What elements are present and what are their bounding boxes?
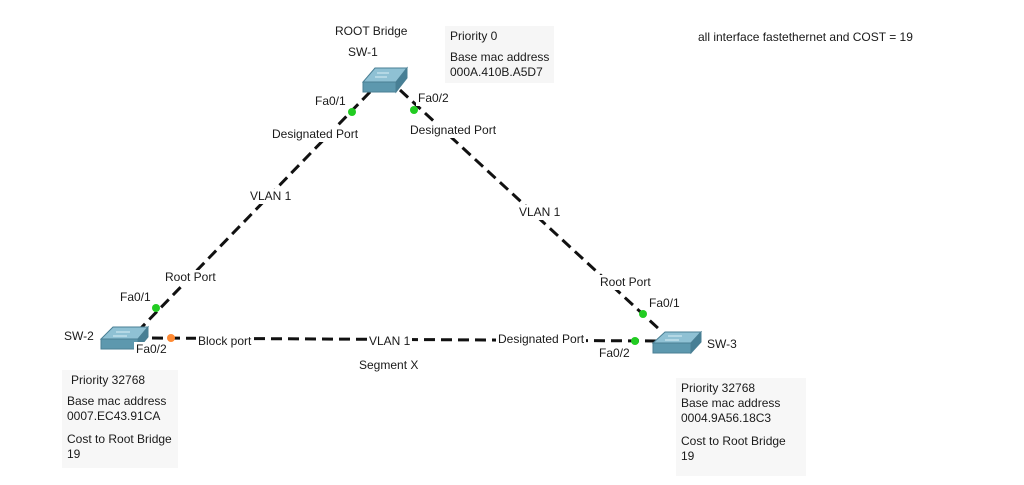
sw1-role-label: ROOT Bridge [333, 24, 410, 39]
sw3-priority: Priority 32768 [681, 381, 756, 395]
sw2-mac: 0007.EC43.91CA [67, 409, 161, 423]
sw3-mac-label: Base mac address [681, 396, 781, 410]
sw3-fa0-2-role-label: Designated Port [496, 332, 587, 347]
sw1-fa0-1-role-label: Designated Port [270, 127, 361, 142]
sw1-name-label: SW-1 [346, 45, 380, 60]
sw1-port-fa0-2-label: Fa0/2 [416, 91, 451, 106]
link-sw2-sw3-segment-label: Segment X [357, 358, 421, 373]
link-sw1-sw2-vlan-label: VLAN 1 [248, 189, 294, 204]
link-sw2-sw3-vlan-label: VLAN 1 [367, 334, 413, 349]
port-sw1-fa0-1-status-dot [348, 108, 356, 116]
sw3-name-label: SW-3 [705, 337, 739, 352]
sw3-port-fa0-2-label: Fa0/2 [597, 346, 632, 361]
sw2-fa0-2-role-label: Block port [196, 334, 254, 349]
port-sw3-fa0-2-status-dot [631, 337, 639, 345]
sw2-cost-label: Cost to Root Bridge [67, 432, 172, 446]
sw3-cost-label: Cost to Root Bridge [681, 434, 786, 448]
sw2-port-fa0-2-label: Fa0/2 [134, 342, 169, 357]
port-sw1-fa0-2-status-dot [410, 106, 418, 114]
sw2-priority: Priority 32768 [71, 373, 146, 387]
switch-sw3-icon[interactable] [651, 330, 703, 355]
sw1-info-box: Priority 0 Base mac address 000A.410B.A5… [445, 26, 555, 83]
sw3-fa0-1-role-label: Root Port [598, 275, 653, 290]
port-sw2-fa0-2-status-dot [167, 334, 175, 342]
port-sw2-fa0-1-status-dot [152, 304, 160, 312]
sw3-mac: 0004.9A56.18C3 [681, 411, 772, 425]
sw1-mac: 000A.410B.A5D7 [450, 65, 543, 79]
sw1-priority: Priority 0 [450, 29, 498, 43]
sw1-port-fa0-1-label: Fa0/1 [313, 94, 348, 109]
sw2-info-box: Priority 32768 Base mac address 0007.EC4… [62, 370, 178, 468]
sw3-port-fa0-1-label: Fa0/1 [647, 296, 682, 311]
global-cost-note: all interface fastethernet and COST = 19 [696, 30, 915, 45]
sw2-fa0-1-role-label: Root Port [163, 270, 218, 285]
sw1-mac-label: Base mac address [450, 50, 550, 64]
sw2-mac-label: Base mac address [67, 394, 167, 408]
sw2-port-fa0-1-label: Fa0/1 [118, 290, 153, 305]
link-sw1-sw3-vlan-label: VLAN 1 [517, 205, 563, 220]
sw1-fa0-2-role-label: Designated Port [408, 123, 499, 138]
port-sw3-fa0-1-status-dot [639, 310, 647, 318]
switch-sw2-icon[interactable] [99, 325, 150, 351]
sw3-cost: 19 [681, 449, 695, 463]
sw3-info-box: Priority 32768 Base mac address 0004.9A5… [676, 378, 806, 476]
sw2-cost: 19 [67, 447, 81, 461]
switch-sw1-icon[interactable] [361, 66, 409, 94]
sw2-name-label: SW-2 [62, 329, 96, 344]
